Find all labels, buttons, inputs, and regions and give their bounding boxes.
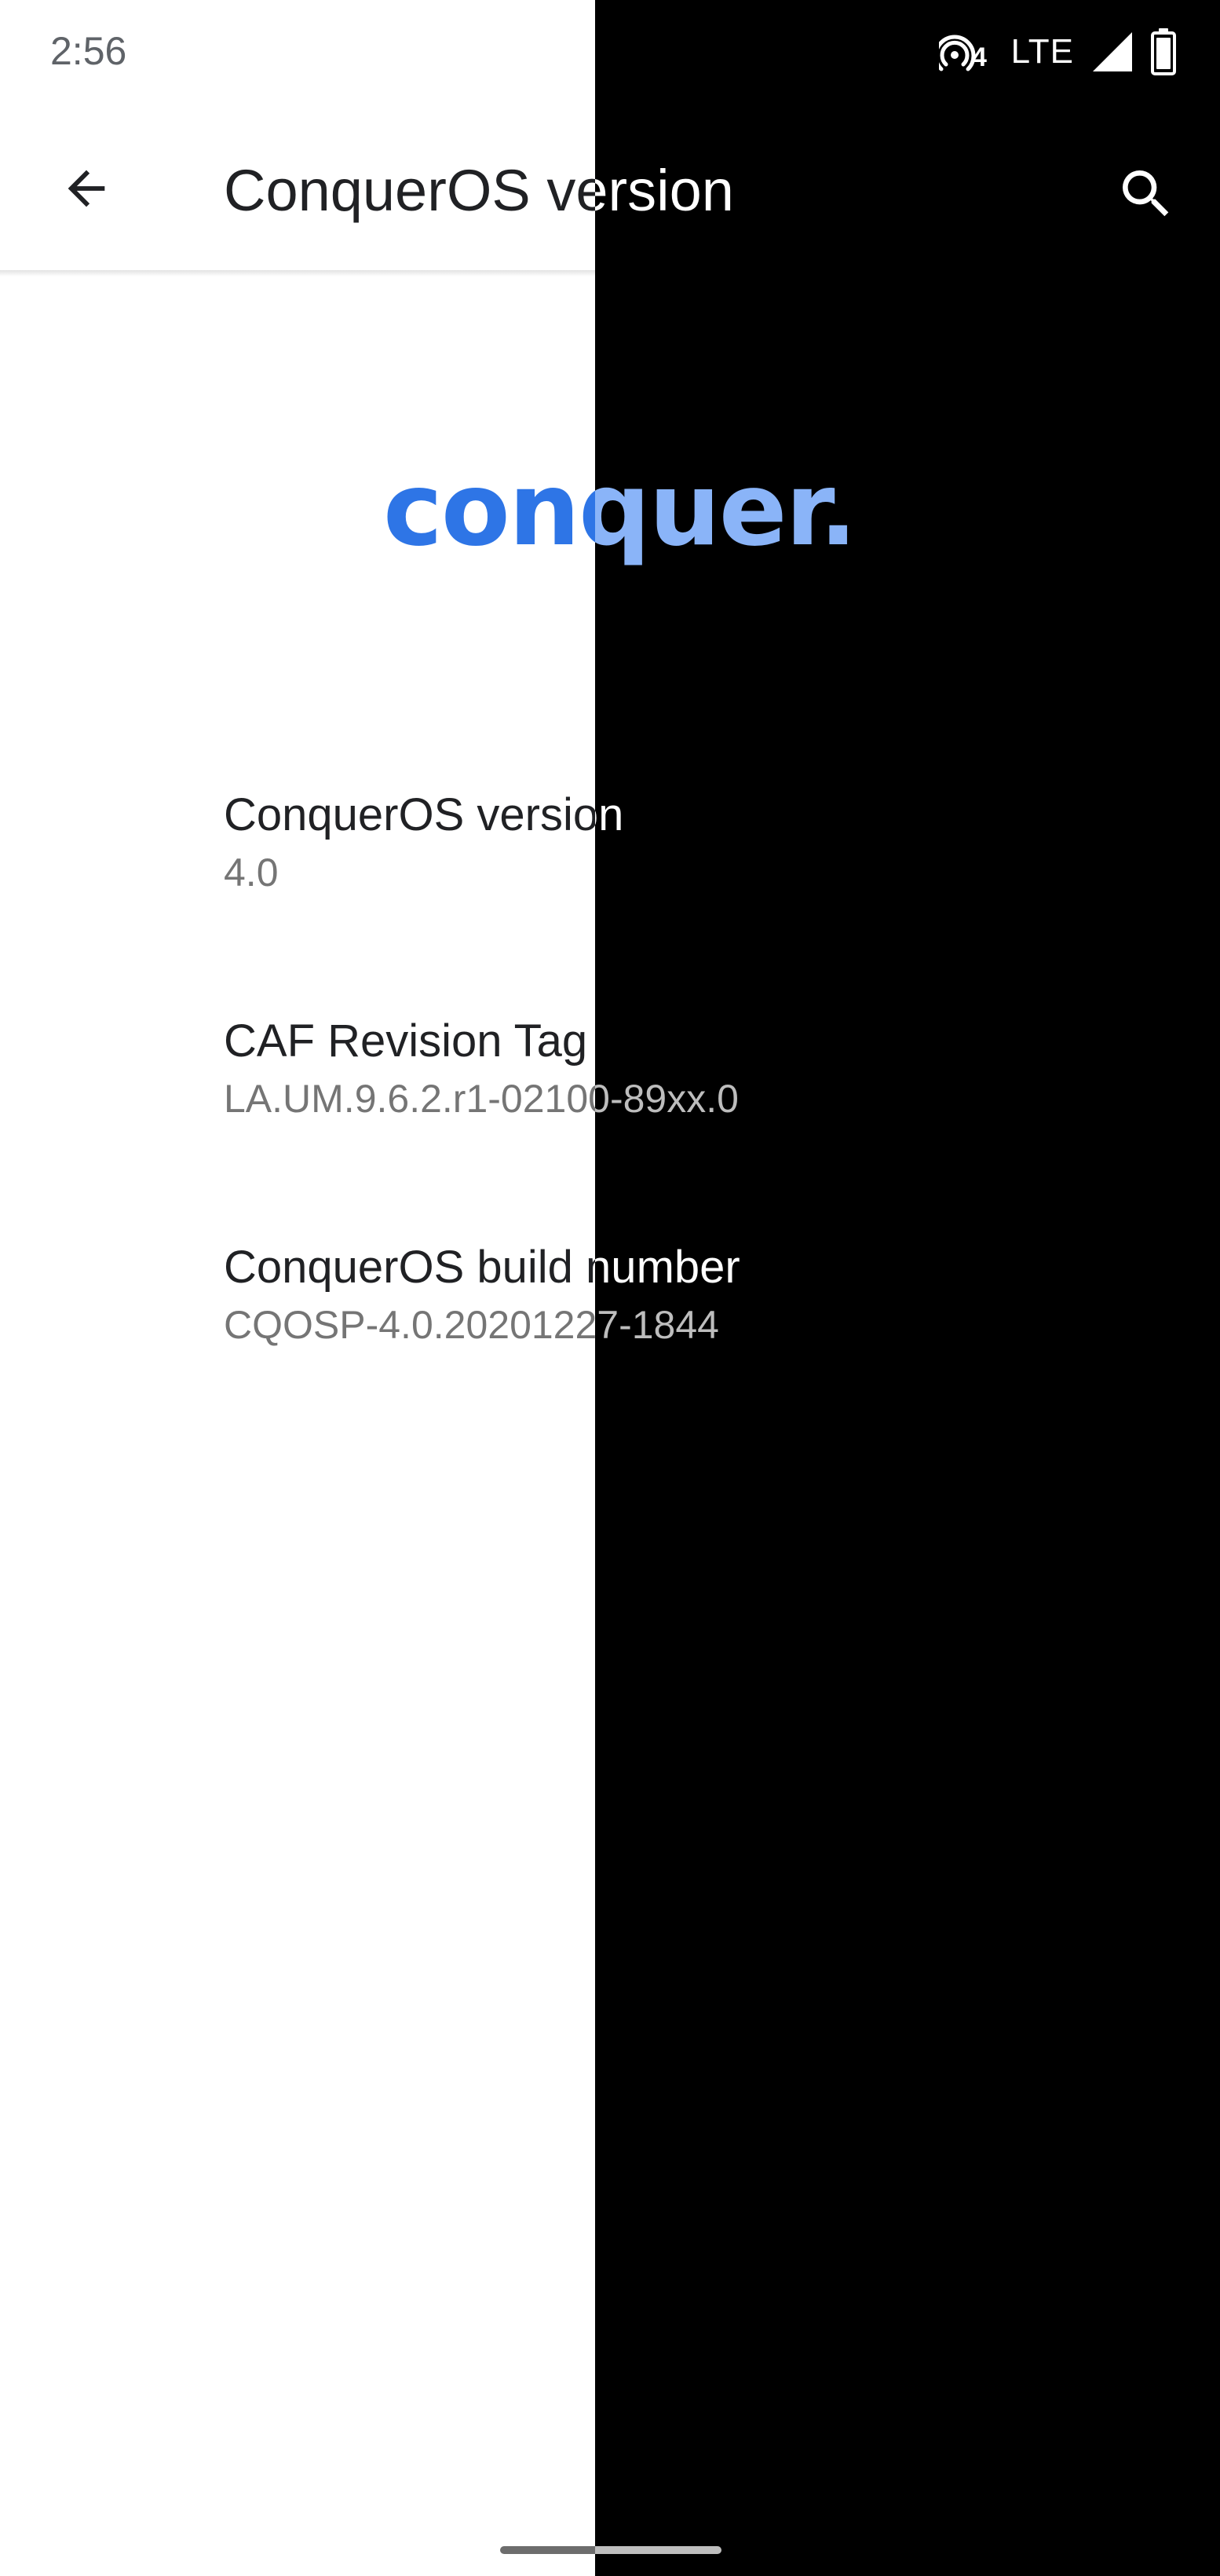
gesture-nav-handle[interactable] xyxy=(500,2546,721,2554)
pref-summary: CQOSP-4.0.20201227-1844 xyxy=(224,1297,719,1352)
pref-conqueros-build-number[interactable]: ConquerOS build number CQOSP-4.0.2020122… xyxy=(224,1238,1166,1352)
pref-summary: 4.0 xyxy=(224,845,279,900)
pref-conqueros-version[interactable]: ConquerOS version 4.0 xyxy=(224,785,1166,900)
network-type-label: LTE xyxy=(1010,32,1074,71)
status-bar: 2:56 4 LTE xyxy=(0,0,1220,104)
pref-caf-revision-tag[interactable]: CAF Revision Tag LA.UM.9.6.2.r1-02100-89… xyxy=(224,1012,1166,1126)
app-bar-shadow xyxy=(0,270,595,276)
logo-text: conquer. xyxy=(383,448,857,573)
pref-title: ConquerOS version xyxy=(224,785,623,845)
hotspot-count: 4 xyxy=(972,42,987,72)
status-icons: 4 LTE xyxy=(938,22,1176,82)
search-icon xyxy=(1115,163,1178,229)
status-time: 2:56 xyxy=(50,29,127,73)
pref-summary: LA.UM.9.6.2.r1-02100-89xx.0 xyxy=(224,1071,739,1126)
conquer-logo: conquer. xyxy=(383,448,857,573)
page-title: ConquerOS version xyxy=(224,156,734,226)
signal-icon xyxy=(1091,31,1134,73)
light-background-panel xyxy=(0,0,595,2576)
arrow-back-icon xyxy=(59,161,114,220)
pref-title: CAF Revision Tag xyxy=(224,1012,587,1071)
back-button[interactable] xyxy=(47,151,126,229)
hotspot-icon: 4 xyxy=(938,28,994,75)
search-button[interactable] xyxy=(1103,152,1189,239)
pref-title: ConquerOS build number xyxy=(224,1238,740,1297)
dark-background-panel xyxy=(595,0,1220,2576)
battery-icon xyxy=(1151,28,1176,75)
app-bar: ConquerOS version xyxy=(0,104,1220,273)
